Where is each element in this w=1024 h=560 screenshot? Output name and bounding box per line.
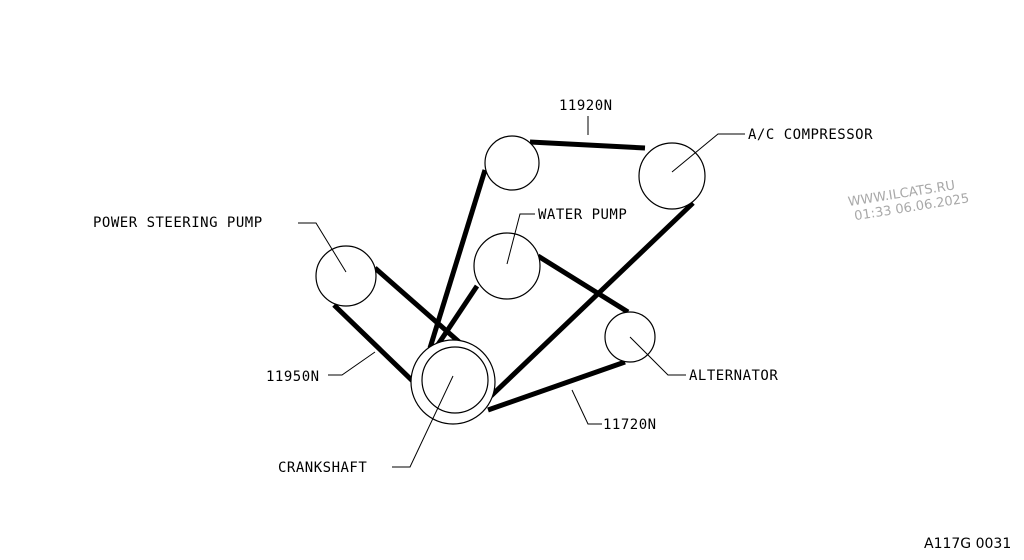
belt-11720n-upper-segment [536, 253, 630, 315]
label-water-pump: WATER PUMP [538, 207, 627, 223]
water-pump-pulley [473, 232, 541, 300]
figure-code: A117G 0031 [924, 536, 1011, 552]
belt-11950n-lower-segment [332, 303, 426, 394]
belt-11720n-lower-segment [487, 359, 626, 413]
belt-11920n-right-segment [489, 201, 695, 398]
leader-crankshaft [392, 375, 454, 468]
pulleys [315, 135, 706, 425]
label-crankshaft: CRANKSHAFT [278, 460, 367, 476]
leader-lines [298, 116, 745, 468]
leader-power-steering-pump [298, 222, 347, 273]
watermark: WWW.ILCATS.RU 01:33 06.06.2025 [847, 178, 970, 224]
leader-11720n [571, 389, 602, 425]
idler-pulley [484, 135, 540, 191]
leader-alternator [629, 336, 686, 376]
belt-water-pump-segment [434, 284, 480, 348]
label-ac-compressor: A/C COMPRESSOR [748, 127, 873, 143]
crankshaft-inner-pulley [421, 346, 489, 414]
label-alternator: ALTERNATOR [689, 368, 778, 384]
belt-11920n-top-segment [529, 139, 646, 151]
label-power-steering-pump: POWER STEERING PUMP [93, 215, 263, 231]
leader-ac-compressor [671, 133, 745, 173]
belt-11950n-upper-segment [373, 266, 468, 350]
belt-11920n-left-segment [427, 169, 488, 349]
leader-11950n [328, 351, 376, 376]
belt-lines [332, 139, 695, 413]
ac-compressor-pulley [638, 142, 706, 210]
power-steering-pump-pulley [315, 245, 377, 307]
label-11720n: 11720N [603, 417, 657, 433]
leader-water-pump [506, 213, 535, 265]
label-11920n: 11920N [559, 98, 613, 114]
label-11950n: 11950N [266, 369, 320, 385]
